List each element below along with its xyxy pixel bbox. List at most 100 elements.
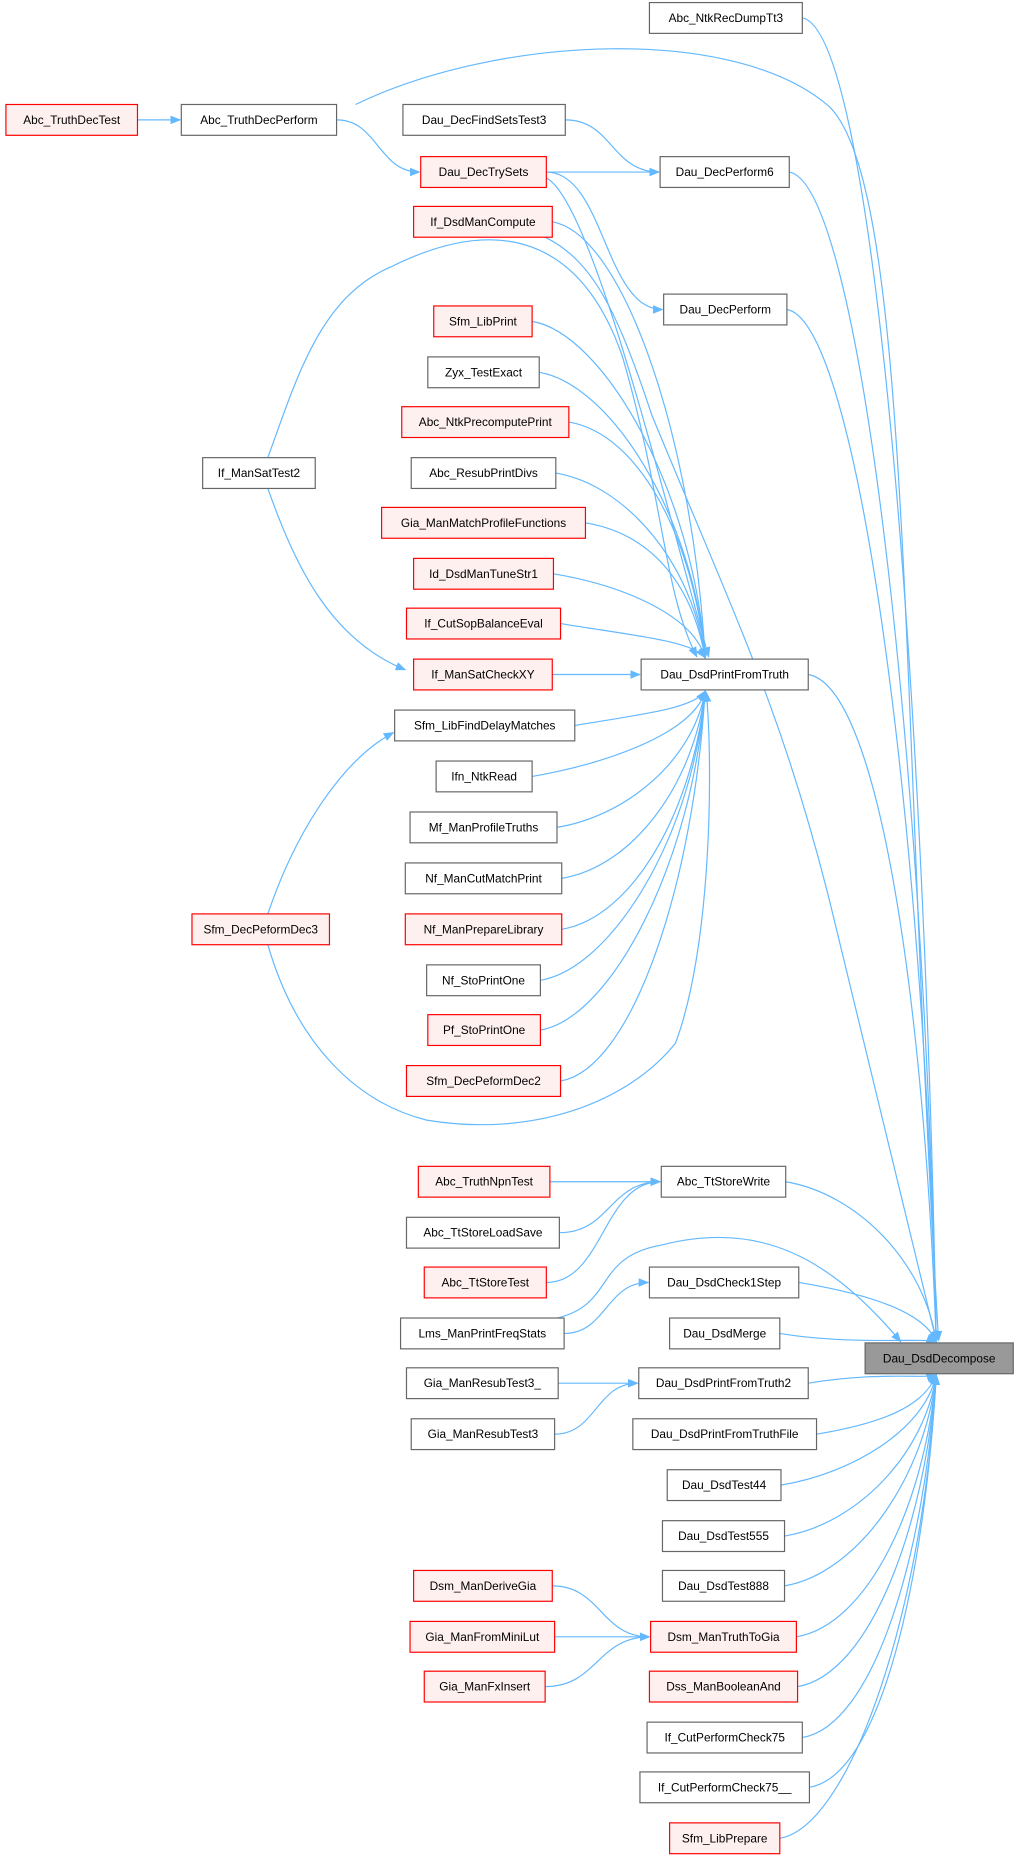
node-sfm-libprepare[interactable]: Sfm_LibPrepare — [668, 1822, 781, 1855]
node-label: Sfm_LibPrepare — [682, 1831, 768, 1845]
edge-dau-dsdprintfromtruthfile-to-dau-dsddecompose — [816, 1373, 937, 1435]
node-box — [413, 658, 553, 691]
node-mf-manprofiletruths[interactable]: Mf_ManProfileTruths — [409, 811, 558, 844]
node-sfm-decpeformdec3[interactable]: Sfm_DecPeformDec3 — [191, 913, 331, 946]
node-box — [638, 1367, 809, 1400]
node-dsm-manderivegia[interactable]: Dsm_ManDeriveGia — [413, 1569, 553, 1602]
node-label: Abc_TruthDecPerform — [200, 113, 318, 127]
node-box — [401, 406, 570, 439]
node-nf-stoprintone[interactable]: Nf_StoPrintOne — [426, 964, 541, 997]
node-box — [648, 1670, 799, 1703]
node-label: Abc_ResubPrintDivs — [429, 466, 538, 480]
node-dau-dsdtest44[interactable]: Dau_DsdTest44 — [666, 1469, 782, 1502]
node-box — [410, 1418, 556, 1451]
node-box — [668, 1317, 781, 1350]
node-box — [191, 913, 331, 946]
node-dss-manbooleanand[interactable]: Dss_ManBooleanAnd — [648, 1670, 799, 1703]
node-box — [435, 760, 533, 793]
node-box — [426, 964, 541, 997]
node-ifn-ntkread[interactable]: Ifn_NtkRead — [435, 760, 533, 793]
node-box — [394, 709, 576, 742]
node-gia-manfromminilut[interactable]: Gia_ManFromMiniLut — [409, 1620, 556, 1653]
edge-abc-ttstoretest-to-abc-ttstorewrite — [546, 1177, 662, 1284]
node-if-cutperformcheck75[interactable]: If_CutPerformCheck75__ — [639, 1771, 811, 1804]
node-box — [661, 1520, 786, 1553]
node-abc-truthnpntest[interactable]: Abc_TruthNpnTest — [417, 1165, 551, 1198]
node-nf-mancutmatchprint[interactable]: Nf_ManCutMatchPrint — [404, 862, 563, 895]
node-if-mansattest2[interactable]: If_ManSatTest2 — [202, 457, 316, 490]
node-label: Dau_DsdCheck1Step — [667, 1275, 781, 1289]
node-abc-ntkrecdumptt3[interactable]: Abc_NtkRecDumpTt3 — [648, 1, 803, 34]
node-box — [640, 658, 809, 691]
node-dau-dsdmerge[interactable]: Dau_DsdMerge — [668, 1317, 781, 1350]
node-label: Abc_NtkRecDumpTt3 — [669, 11, 784, 25]
node-dsm-mantruthtogia[interactable]: Dsm_ManTruthToGia — [650, 1620, 797, 1653]
node-gia-manfxinsert[interactable]: Gia_ManFxInsert — [423, 1670, 546, 1703]
node-id-dsdmantunestr1[interactable]: Id_DsdManTuneStr1 — [413, 557, 555, 590]
node-dau-dsddecompose[interactable]: Dau_DsdDecompose — [864, 1342, 1014, 1375]
node-box — [668, 1822, 781, 1855]
node-box — [427, 356, 540, 389]
node-sfm-libfinddelaymatches[interactable]: Sfm_LibFindDelayMatches — [394, 709, 576, 742]
node-dau-dsdprintfromtruth[interactable]: Dau_DsdPrintFromTruth — [640, 658, 809, 691]
node-abc-resubprintdivs[interactable]: Abc_ResubPrintDivs — [410, 457, 557, 490]
node-gia-manresubtest3[interactable]: Gia_ManResubTest3 — [410, 1418, 556, 1451]
edge-sfm-decpeformdec3-to-dau-dsdprintfromtruth — [267, 691, 712, 1126]
node-box — [420, 156, 547, 189]
node-gia-manresubtest3[interactable]: Gia_ManResubTest3_ — [405, 1367, 559, 1400]
node-abc-truthdectest[interactable]: Abc_TruthDecTest — [5, 103, 139, 136]
edge-dau-dectrysets-to-dau-dsdprintfromtruth — [546, 177, 711, 658]
node-box — [402, 103, 566, 136]
node-abc-ttstoreloadsave[interactable]: Abc_TtStoreLoadSave — [405, 1216, 560, 1249]
edge-if-cutsopbalanceeval-to-dau-dsdprintfromtruth — [560, 622, 706, 659]
node-box — [5, 103, 139, 136]
node-box — [648, 1, 803, 34]
node-dau-dsdtest888[interactable]: Dau_DsdTest888 — [661, 1569, 786, 1602]
edge-abc-ntkrecdumptt3-to-dau-dsddecompose — [802, 17, 941, 1343]
node-sfm-libprint[interactable]: Sfm_LibPrint — [433, 305, 533, 338]
node-box — [648, 1266, 800, 1299]
node-dau-dsdprintfromtruthfile[interactable]: Dau_DsdPrintFromTruthFile — [632, 1418, 818, 1451]
node-label: Dau_DsdTest44 — [682, 1478, 767, 1492]
node-dau-dsdprintfromtruth2[interactable]: Dau_DsdPrintFromTruth2 — [638, 1367, 809, 1400]
edge-sfm-decpeformdec3-to-sfm-libfinddelaymatches — [267, 732, 395, 915]
node-label: Dau_DsdMerge — [683, 1326, 766, 1340]
node-label: Sfm_LibPrint — [449, 314, 518, 328]
node-gia-manmatchprofilefunctions[interactable]: Gia_ManMatchProfileFunctions — [381, 506, 587, 539]
edge-gia-manmatchprofilefunctions-to-dau-dsdprintfromtruth — [585, 522, 708, 659]
edge-sfm-libprepare-to-dau-dsddecompose — [779, 1373, 940, 1839]
node-abc-ntkprecomputeprint[interactable]: Abc_NtkPrecomputePrint — [401, 406, 570, 439]
node-label: Dsm_ManDeriveGia — [430, 1579, 537, 1593]
edge-dau-dectrysets-to-dau-decperform — [546, 171, 664, 314]
node-abc-truthdecperform[interactable]: Abc_TruthDecPerform — [180, 103, 338, 136]
node-dau-decperform[interactable]: Dau_DecPerform — [663, 293, 788, 326]
node-dau-dectrysets[interactable]: Dau_DecTrySets — [420, 156, 547, 189]
node-abc-ttstorewrite[interactable]: Abc_TtStoreWrite — [660, 1165, 787, 1198]
node-lms-manprintfreqstats[interactable]: Lms_ManPrintFreqStats — [399, 1317, 565, 1350]
node-abc-ttstoretest[interactable]: Abc_TtStoreTest — [423, 1266, 547, 1299]
node-zyx-testexact[interactable]: Zyx_TestExact — [427, 356, 540, 389]
node-dau-dsdtest555[interactable]: Dau_DsdTest555 — [661, 1520, 786, 1553]
edge-abc-resubprintdivs-to-dau-dsdprintfromtruth — [555, 472, 709, 659]
node-label: Id_DsdManTuneStr1 — [429, 567, 538, 581]
node-label: Sfm_DecPeformDec2 — [426, 1074, 541, 1088]
node-sfm-decpeformdec2[interactable]: Sfm_DecPeformDec2 — [405, 1065, 562, 1098]
node-box — [405, 607, 562, 640]
node-label: Lms_ManPrintFreqStats — [418, 1326, 546, 1340]
node-pf-stoprintone[interactable]: Pf_StoPrintOne — [427, 1014, 541, 1047]
node-box — [661, 1569, 786, 1602]
node-dau-dsdcheck1step[interactable]: Dau_DsdCheck1Step — [648, 1266, 800, 1299]
node-box — [864, 1342, 1014, 1375]
node-nf-manpreparelibrary[interactable]: Nf_ManPrepareLibrary — [404, 913, 563, 946]
edge-lms-manprintfreqstats-to-dau-dsdcheck1step — [564, 1278, 650, 1335]
node-label: Sfm_LibFindDelayMatches — [414, 718, 556, 732]
node-if-cutperformcheck75[interactable]: If_CutPerformCheck75 — [646, 1721, 803, 1754]
node-if-dsdmancompute[interactable]: If_DsdManCompute — [413, 205, 553, 238]
node-if-cutsopbalanceeval[interactable]: If_CutSopBalanceEval — [405, 607, 562, 640]
node-dau-decfindsetstest3[interactable]: Dau_DecFindSetsTest3 — [402, 103, 566, 136]
node-box — [659, 156, 790, 189]
node-dau-decperform6[interactable]: Dau_DecPerform6 — [659, 156, 790, 189]
node-if-mansatcheckxy[interactable]: If_ManSatCheckXY — [413, 658, 553, 691]
node-box — [399, 1317, 565, 1350]
